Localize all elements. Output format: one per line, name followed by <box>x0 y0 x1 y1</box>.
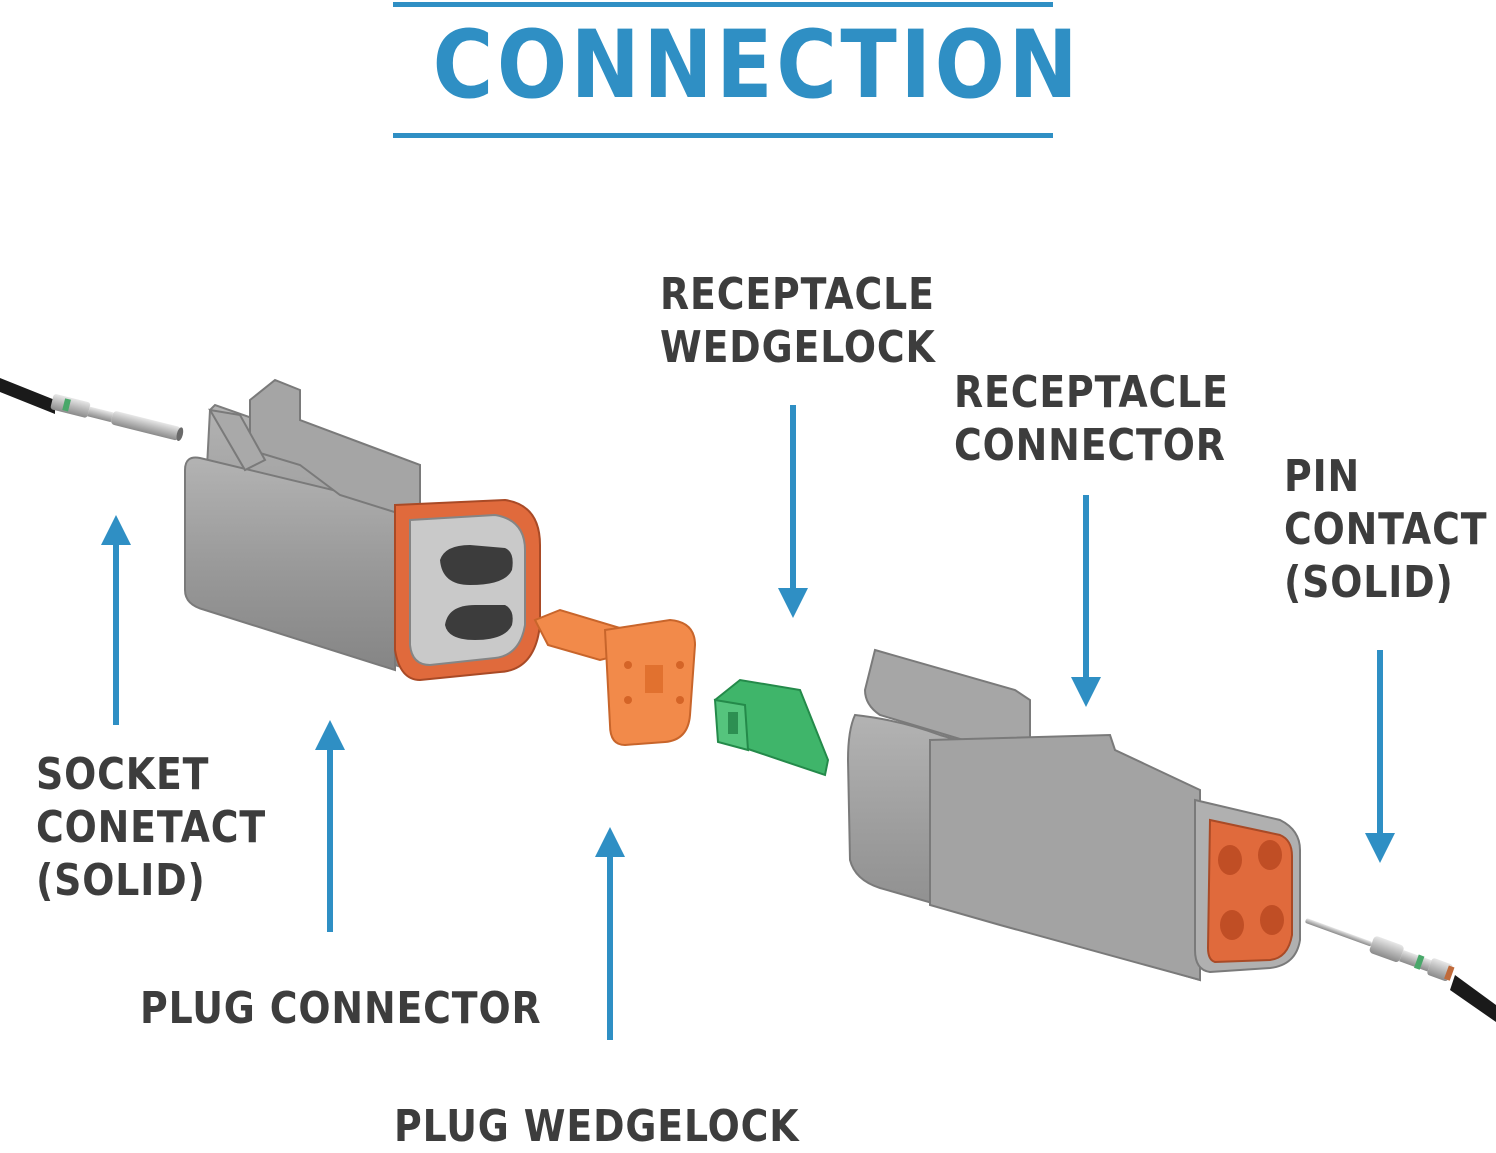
label-receptacle-connector: RECEPTACLE CONNECTOR <box>954 366 1229 472</box>
label-line: PLUG WEDGELOCK <box>394 1101 800 1152</box>
receptacle-wedgelock-image <box>713 678 830 777</box>
page-title: CONNECTION <box>432 11 1082 120</box>
label-line: RECEPTACLE <box>954 367 1229 418</box>
label-receptacle-wedgelock: RECEPTACLE WEDGELOCK <box>660 268 936 374</box>
label-plug-connector: PLUG CONNECTOR <box>140 982 542 1035</box>
title-banner: CONNECTION <box>393 2 1082 142</box>
label-line: (SOLID) <box>36 855 206 906</box>
label-line: SOCKET <box>36 749 210 800</box>
label-line: RECEPTACLE <box>660 269 935 320</box>
receptacle-connector-image <box>846 648 1301 982</box>
title-top-rule <box>393 2 1053 7</box>
label-line: CONTACT <box>1284 504 1488 555</box>
label-line: CONNECTOR <box>954 420 1226 471</box>
title-bottom-rule <box>393 133 1053 138</box>
label-line: PLUG CONNECTOR <box>140 983 542 1034</box>
label-line: CONETACT <box>36 802 267 853</box>
plug-connector-image <box>184 378 541 682</box>
label-plug-wedgelock: PLUG WEDGELOCK <box>394 1100 799 1153</box>
socket-contact-image <box>0 378 184 442</box>
label-socket-contact: SOCKET CONETACT (SOLID) <box>36 748 266 907</box>
label-line: PIN <box>1284 451 1361 502</box>
label-pin-contact: PIN CONTACT (SOLID) <box>1284 450 1487 609</box>
label-line: WEDGELOCK <box>660 322 936 373</box>
plug-wedgelock-image <box>533 608 697 747</box>
label-line: (SOLID) <box>1284 557 1454 608</box>
pin-contact-image <box>1305 918 1496 1022</box>
